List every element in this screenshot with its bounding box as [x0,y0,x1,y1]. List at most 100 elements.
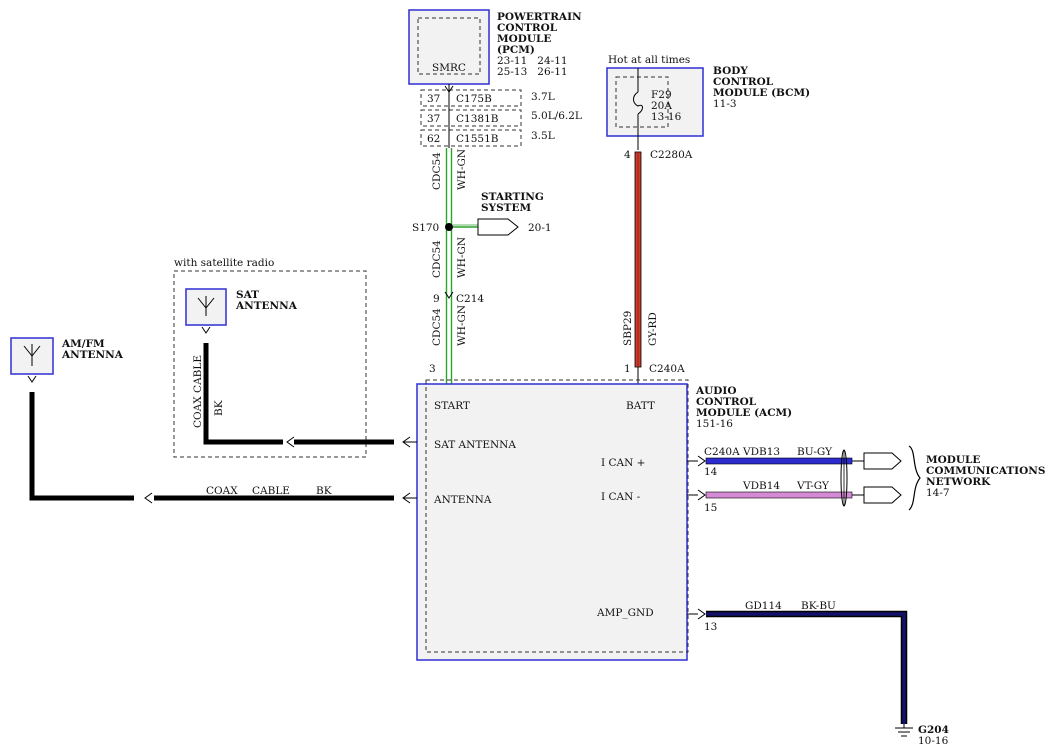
bcm-title-3: MODULE (BCM) [713,87,810,99]
acm-pin-batt: BATT [626,400,655,412]
can-plus-circuit: VDB13 [742,446,780,458]
sat-group-label: with satellite radio [174,257,274,269]
sat-antenna-label-2: ANTENNA [235,300,298,312]
pcm-title-4: (PCM) [497,44,535,56]
variant-pin-2: 37 [427,113,440,125]
can-bus: C240A VDB13 BU-GY 14 VDB14 VT-GY 15 MODU… [687,445,1045,514]
acm-start-pin: 3 [429,363,436,375]
start-color-1: WH-GN [456,149,468,190]
pcm-title-1: POWERTRAIN [497,11,582,23]
can-plus-connector [863,452,902,470]
can-plus-color: BU-GY [797,446,833,458]
can-plus-wire [705,457,853,465]
ground-label: G204 [918,724,949,736]
acm-module: AUDIO CONTROL MODULE (ACM) 151-16 START … [416,379,792,661]
starting-page: 20-1 [528,222,552,234]
network-label-1: MODULE [926,454,980,466]
twisted-pair-icon [840,449,848,507]
variant-connector-1: C175B [456,93,492,105]
fuse-name: F29 [651,89,672,101]
network-brace [908,445,921,511]
sat-cable-label: COAX CABLE [192,355,204,428]
ground-circuit-label: GD114 [745,600,782,612]
pcm-page-2: 25-13 26-11 [497,66,568,78]
can-minus-circuit: VDB14 [742,480,780,492]
ground-color: BK-BU [801,600,836,612]
batt-wire: SBP29 GY-RD 1 C240A [622,151,685,392]
pcm-connector-variants: 37 C175B 3.7L 37 C1381B 5.0L/6.2L 62 C15… [420,89,582,147]
batt-color: GY-RD [647,312,659,346]
sat-antenna-icon [197,296,215,316]
fuse-page: 13-16 [651,111,682,123]
can-minus-color: VT-GY [796,480,830,492]
acm-title-3: MODULE (ACM) [696,407,792,419]
acm-pin-amp-gnd: AMP_GND [596,607,654,619]
splice-dot [445,223,453,231]
can-minus-wire [705,491,853,499]
amfm-cable-word: CABLE [252,485,290,497]
acm-pin-antenna: ANTENNA [433,494,492,506]
amfm-label-1: AM/FM [61,338,105,350]
variant-pin-3: 62 [427,133,440,145]
acm-pin-ican-plus: I CAN + [601,457,645,469]
bcm-connector: C2280A [650,149,693,161]
amfm-cable-color: BK [316,485,332,497]
ground-circuit: GD114 BK-BU 13 G204 10-16 [687,600,949,747]
starting-label-2: SYSTEM [481,202,531,214]
fuse-icon [633,91,643,115]
bcm-title-4: 11-3 [713,98,737,110]
start-circuit-3: CDC54 [431,308,443,346]
splice-label: S170 [412,222,439,234]
acm-title-2: CONTROL [696,396,757,408]
variant-engine-1: 3.7L [531,91,555,103]
acm-pin-sat-antenna: SAT ANTENNA [434,439,516,451]
bcm-title-1: BODY [713,65,748,77]
ground-wire [706,612,906,724]
network-label-2: COMMUNICATIONS [926,465,1045,477]
bcm-module: Hot at all times F29 20A 13-16 BODY CONT… [606,54,810,161]
amfm-antenna-icon [23,344,41,366]
pcm-inner-label: SMRC [432,62,466,74]
network-label-3: NETWORK [926,476,991,488]
start-circuit-1: CDC54 [431,152,443,190]
c214-pin: 9 [433,293,440,305]
hot-at-all-times: Hot at all times [608,54,690,66]
ground-page: 10-16 [918,735,949,747]
pcm-page-1: 23-11 24-11 [497,55,568,67]
pcm-title-3: MODULE [497,33,551,45]
can-plus-pin: 14 [704,466,718,478]
can-connector: C240A [704,446,740,458]
batt-circuit: SBP29 [622,311,634,346]
acm-pin-ican-minus: I CAN - [601,491,641,503]
bcm-title-2: CONTROL [713,76,774,88]
starting-system-connector [477,218,519,236]
c214-label: C214 [456,293,484,305]
sat-group: with satellite radio SAT ANTENNA COAX CA… [173,257,417,458]
variant-engine-2: 5.0L/6.2L [531,110,582,122]
acm-pin-start: START [434,400,470,412]
ground-pin: 13 [704,621,717,633]
can-minus-pin: 15 [704,502,717,514]
amfm-group: AM/FM ANTENNA COAX CABLE BK [10,337,417,504]
acm-batt-pin: 1 [624,363,631,375]
start-color-2: WH-GN [456,237,468,278]
acm-title-4: 151-16 [696,418,733,430]
start-color-3: WH-GN [456,305,468,346]
variant-engine-3: 3.5L [531,130,555,142]
ground-wire-outline [706,610,908,724]
bcm-pin: 4 [624,149,631,161]
can-minus-connector [863,486,902,504]
network-label-4: 14-7 [926,487,950,499]
variant-connector-3: C1551B [456,133,499,145]
ground-icon [895,724,913,737]
sat-cable-color: BK [213,400,225,416]
start-wire: CDC54 WH-GN S170 STARTING SYSTEM 20-1 CD… [412,84,552,392]
variant-connector-2: C1381B [456,113,499,125]
starting-label-1: STARTING [481,191,544,203]
pcm-module: SMRC POWERTRAIN CONTROL MODULE (PCM) 23-… [408,9,582,85]
amfm-label-2: ANTENNA [61,349,124,361]
acm-connector: C240A [649,363,685,375]
pcm-title-2: CONTROL [497,22,558,34]
start-circuit-2: CDC54 [431,240,443,278]
